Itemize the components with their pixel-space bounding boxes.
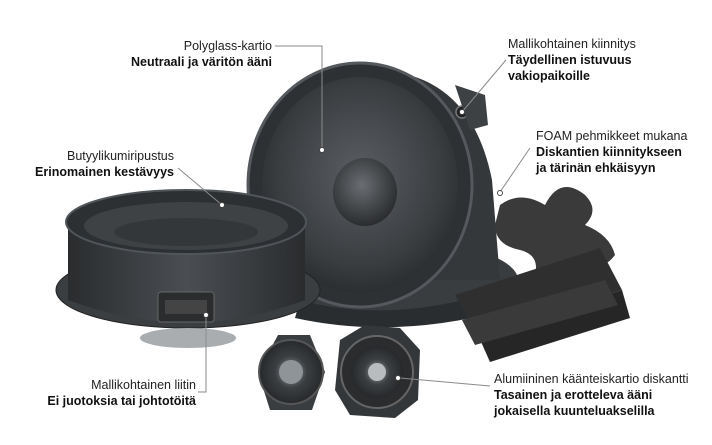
- callout-tweeter-desc-2: jokaisella kuunteluakselilla: [494, 404, 655, 418]
- callout-surround-desc: Erinomainen kestävyys: [35, 165, 174, 179]
- callout-tweeter: Alumiininen käänteiskartio diskantti Tas…: [494, 371, 689, 419]
- callout-connector-desc: Ei juotoksia tai johtotöitä: [47, 394, 196, 408]
- callout-foam-desc-1: Diskantien kiinnitykseen: [536, 145, 682, 159]
- callout-mount-desc-2: vakiopaikoille: [508, 69, 590, 83]
- callout-foam: FOAM pehmikkeet mukana Diskantien kiinni…: [536, 128, 687, 176]
- callout-tweeter-desc-1: Tasainen ja erotteleva ääni: [494, 388, 653, 402]
- callout-mount: Mallikohtainen kiinnitys Täydellinen ist…: [508, 36, 636, 84]
- callout-foam-title: FOAM pehmikkeet mukana: [536, 129, 688, 143]
- callout-mount-desc-1: Täydellinen istuvuus: [508, 53, 632, 67]
- callout-cone-title: Polyglass-kartio: [183, 39, 272, 53]
- callout-tweeter-title: Alumiininen käänteiskartio diskantti: [494, 372, 689, 386]
- callout-surround-title: Butyylikumiripustus: [67, 149, 174, 163]
- callout-foam-desc-2: ja tärinän ehkäisyyn: [536, 161, 656, 175]
- tweeter-left: [258, 335, 325, 410]
- foam-pads: [455, 187, 630, 362]
- callout-connector: Mallikohtainen liitin Ei juotoksia tai j…: [47, 377, 196, 409]
- tweeter-right: [335, 325, 420, 418]
- leader-lines: [177, 45, 531, 393]
- callout-cone-desc: Neutraali ja väritön ääni: [130, 55, 272, 69]
- woofer-front: [55, 189, 321, 348]
- callout-surround: Butyylikumiripustus Erinomainen kestävyy…: [35, 148, 174, 180]
- callout-mount-title: Mallikohtainen kiinnitys: [508, 37, 636, 51]
- callout-connector-title: Mallikohtainen liitin: [91, 378, 196, 392]
- callout-cone: Polyglass-kartio Neutraali ja väritön ää…: [131, 38, 272, 70]
